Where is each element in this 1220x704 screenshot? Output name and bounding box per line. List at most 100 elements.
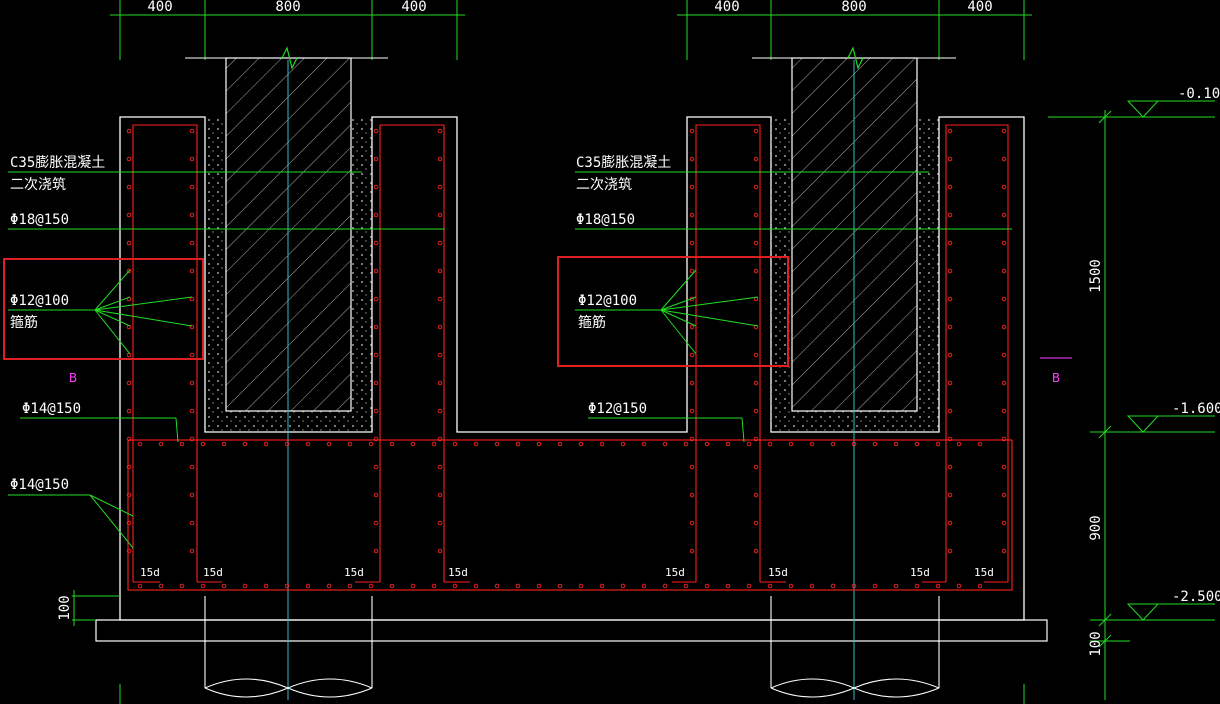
rebar-dot [437,464,443,470]
rebar-dot [189,156,195,162]
rebar-dot [753,408,759,414]
rebar-dot [368,583,374,589]
rebar-dot [326,583,332,589]
anchorage-label: 15d [448,566,468,579]
rebar-dot [410,441,416,447]
rebar-dot [947,128,953,134]
rebar-dot [914,441,920,447]
rebar-dot [473,441,479,447]
rebar-dot [126,436,132,442]
rebar-dot [347,441,353,447]
rebar-dot [189,212,195,218]
rebar-dot [947,184,953,190]
rebar-dots [126,128,1007,589]
rebar-dot [1001,296,1007,302]
rebar-dot [809,583,815,589]
rebar-dot [753,128,759,134]
rebar-dot [437,408,443,414]
rebar-dot [189,492,195,498]
rebar-dot [373,548,379,554]
rebar-dot [689,548,695,554]
rebar-dot [373,296,379,302]
label-second-pour-left: 二次浇筑 [10,177,66,193]
rebar-dot [373,240,379,246]
rebar-dot [767,583,773,589]
rebar-dot [126,268,132,274]
dim-900: 900 [1088,515,1104,540]
section-mark-left: B [69,371,77,385]
rebar-dot [137,583,143,589]
rebar-dot [536,441,542,447]
elevation-top: -0.100 [1178,86,1220,102]
rebar-dot [578,441,584,447]
rebar-dot [189,408,195,414]
rebar-dot [689,380,695,386]
rebar-dot [830,583,836,589]
rebar-dot [189,240,195,246]
rebar-dot [599,583,605,589]
rebar-dot [753,268,759,274]
rebar-dot [830,441,836,447]
anchorage-label: 15d [768,566,788,579]
rebar-dot [947,268,953,274]
label-stirrup-size-left: Φ12@100 [10,293,69,309]
rebar-dot [620,441,626,447]
rebar-dot [263,583,269,589]
rebar-dot [851,583,857,589]
rebar-dot [221,441,227,447]
dim-100-left: 100 [57,595,73,620]
rebar-dot [1001,380,1007,386]
rebar-dot [437,128,443,134]
pile-left [204,596,373,698]
rebar-dot [373,380,379,386]
rebar-dot [788,441,794,447]
top-dimensions-left [110,0,465,60]
rebar-dot [947,436,953,442]
rebar-dot [263,441,269,447]
rebar-dot [126,548,132,554]
dim-100-right: 100 [1088,631,1104,656]
highlight-box-left [3,258,204,360]
top-dim-right-1: 400 [714,0,739,15]
rebar-dot [373,352,379,358]
rebar-dot [1001,268,1007,274]
anchorage-label: 15d [665,566,685,579]
rebar-dot [914,583,920,589]
rebar-dot [689,240,695,246]
top-dim-left-3: 400 [401,0,426,15]
label-c35-right: C35膨胀混凝土 [576,154,671,171]
rebar-dot [788,583,794,589]
rebar-dot [189,464,195,470]
top-dim-left-1: 400 [147,0,172,15]
rebar-dot [437,520,443,526]
label-rebar-mid-right: Φ12@150 [588,401,647,417]
label-stirrup-right: 箍筋 [578,314,606,331]
rebar-dot [935,583,941,589]
rebar-dot [578,583,584,589]
rebar-dot [494,583,500,589]
rebar-cage [127,124,1013,591]
top-dim-left-2: 800 [275,0,300,15]
rebar-dot [641,441,647,447]
label-rebar-bottom-left: Φ14@150 [10,477,69,493]
rebar-dot [753,352,759,358]
rebar-dot [753,240,759,246]
rebar-dot [437,268,443,274]
rebar-dot [683,583,689,589]
rebar-dot [689,268,695,274]
left-bottom-dim [72,590,120,626]
rebar-dot [437,352,443,358]
rebar-dot [947,408,953,414]
label-rebar-mid-left: Φ14@150 [22,401,81,417]
rebar-dot [746,583,752,589]
rebar-dot [620,583,626,589]
anchorage-label: 15d [140,566,160,579]
rebar-dot [893,583,899,589]
rebar-dot [373,324,379,330]
rebar-dot [947,548,953,554]
rebar-dot [1001,464,1007,470]
rebar-dot [373,520,379,526]
rebar-dot [767,441,773,447]
rebar-dot [662,441,668,447]
rebar-dot [200,441,206,447]
